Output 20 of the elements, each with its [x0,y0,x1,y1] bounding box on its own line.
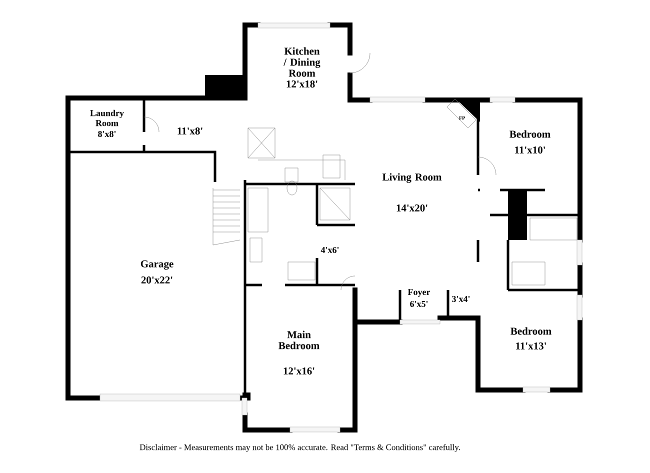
room-label: Laundry Room [90,110,124,126]
room-label: 11'x8' [178,127,202,135]
room-label: 11'x13' [516,342,546,350]
room-label: 20'x22' [141,276,172,284]
room-label: 8'x8' [98,130,116,138]
room-label: Garage [140,260,174,270]
room-label: 14'x20' [396,204,428,212]
room-label: 6'x5' [410,300,428,308]
disclaimer-text: Disclaimer - Measurements may not be 100% accurate. Read "Terms & Conditions" carefully. [140,444,460,452]
room-label: Bedroom [510,130,550,138]
room-label: Bedroom [510,327,552,335]
room-label: 12'x16' [284,367,314,375]
room-label: Living Room [382,173,442,183]
room-label: Main Bedroom [278,330,320,350]
room-label: Foyer [408,289,430,297]
room-label: 3'x4' [452,296,470,302]
room-label: 11'x10' [515,146,545,154]
room-label: Kitchen / Dining Room [284,47,320,77]
room-label: 12'x18' [286,80,318,88]
room-label: 4'x6' [320,246,339,254]
